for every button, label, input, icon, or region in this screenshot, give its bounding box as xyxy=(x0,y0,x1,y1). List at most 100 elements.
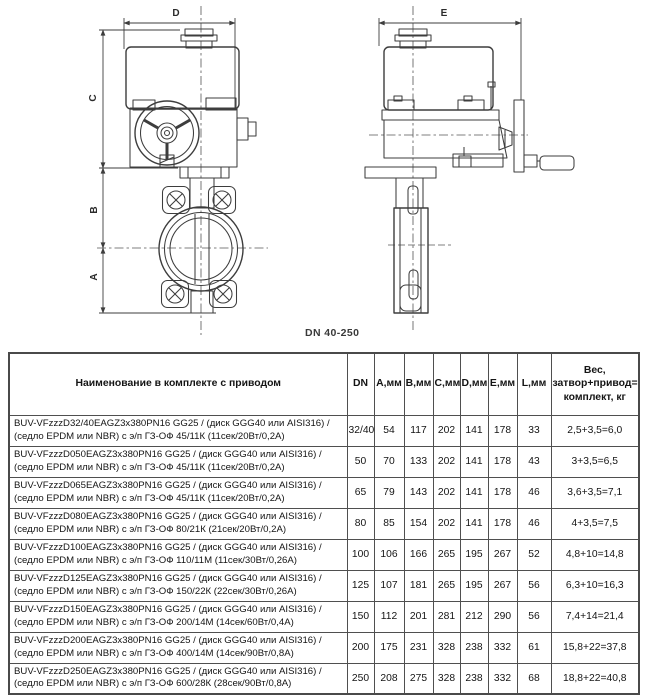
actuator-cap-side xyxy=(394,28,432,49)
dimension-lines: D E C B A xyxy=(88,8,522,314)
d-value: 141 xyxy=(459,414,489,447)
product-name: BUV-VFzzzD125EAGZ3x380PN16 GG25 / (диск … xyxy=(8,569,348,602)
weight-value: 7,4+14=21,4 xyxy=(550,600,640,633)
l-value: 61 xyxy=(516,631,552,664)
dn-value: 100 xyxy=(346,538,375,571)
e-value: 178 xyxy=(487,476,518,509)
header-e: E,мм xyxy=(487,352,518,416)
front-view xyxy=(97,6,268,335)
b-value: 166 xyxy=(403,538,434,571)
dn-value: 250 xyxy=(346,662,375,695)
product-name: BUV-VFzzzD065EAGZ3x380PN16 GG25 / (диск … xyxy=(8,476,348,509)
l-value: 43 xyxy=(516,445,552,478)
table-row: BUV-VFzzzD250EAGZ3x380PN16 GG25 / (диск … xyxy=(8,662,640,695)
c-value: 265 xyxy=(432,569,461,602)
weight-value: 3,6+3,5=7,1 xyxy=(550,476,640,509)
b-value: 154 xyxy=(403,507,434,540)
table-row: BUV-VFzzzD100EAGZ3x380PN16 GG25 / (диск … xyxy=(8,538,640,571)
dim-label-b: B xyxy=(89,206,100,213)
header-b: B,мм xyxy=(403,352,434,416)
a-value: 175 xyxy=(373,631,405,664)
crank-handle xyxy=(498,99,575,173)
a-value: 85 xyxy=(373,507,405,540)
header-c: C,мм xyxy=(432,352,461,416)
actuator-cap-front xyxy=(180,28,218,49)
weight-value: 3+3,5=6,5 xyxy=(550,445,640,478)
d-value: 238 xyxy=(459,662,489,695)
valve-body-front xyxy=(158,185,244,314)
d-value: 238 xyxy=(459,631,489,664)
header-dn: DN xyxy=(346,352,375,416)
header-name: Наименование в комплекте с приводом xyxy=(8,352,348,416)
b-value: 181 xyxy=(403,569,434,602)
dim-label-c: C xyxy=(88,94,99,101)
product-name: BUV-VFzzzD150EAGZ3x380PN16 GG25 / (диск … xyxy=(8,600,348,633)
c-value: 202 xyxy=(432,445,461,478)
dim-label-a: A xyxy=(89,273,100,280)
product-name: BUV-VFzzzD32/40EAGZ3x380PN16 GG25 / (дис… xyxy=(8,414,348,447)
weight-value: 18,8+22=40,8 xyxy=(550,662,640,695)
dim-label-d: D xyxy=(172,8,179,19)
product-name: BUV-VFzzzD200EAGZ3x380PN16 GG25 / (диск … xyxy=(8,631,348,664)
d-value: 141 xyxy=(459,507,489,540)
table-row: BUV-VFzzzD150EAGZ3x380PN16 GG25 / (диск … xyxy=(8,600,640,633)
side-view xyxy=(364,6,575,333)
table-row: BUV-VFzzzD080EAGZ3x380PN16 GG25 / (диск … xyxy=(8,507,640,540)
c-value: 202 xyxy=(432,414,461,447)
weight-value: 6,3+10=16,3 xyxy=(550,569,640,602)
b-value: 275 xyxy=(403,662,434,695)
header-row: Наименование в комплекте с приводом DN A… xyxy=(8,352,640,416)
a-value: 79 xyxy=(373,476,405,509)
d-value: 141 xyxy=(459,476,489,509)
table-row: BUV-VFzzzD200EAGZ3x380PN16 GG25 / (диск … xyxy=(8,631,640,664)
a-value: 106 xyxy=(373,538,405,571)
handwheel xyxy=(134,100,200,168)
spec-table: Наименование в комплекте с приводом DN A… xyxy=(8,352,640,695)
c-value: 202 xyxy=(432,507,461,540)
b-value: 143 xyxy=(403,476,434,509)
e-value: 332 xyxy=(487,662,518,695)
technical-drawing: D E C B A DN 40-250 xyxy=(88,6,575,339)
product-name: BUV-VFzzzD050EAGZ3x380PN16 GG25 / (диск … xyxy=(8,445,348,478)
e-value: 267 xyxy=(487,569,518,602)
header-a: A,мм xyxy=(373,352,405,416)
c-value: 328 xyxy=(432,631,461,664)
a-value: 70 xyxy=(373,445,405,478)
valve-body-side xyxy=(393,177,429,314)
dn-value: 32/40 xyxy=(346,414,375,447)
e-value: 178 xyxy=(487,414,518,447)
l-value: 46 xyxy=(516,507,552,540)
bolt-hole-icon xyxy=(165,190,233,304)
header-weight: Вес, затвор+привод= комплект, кг xyxy=(550,352,640,416)
b-value: 201 xyxy=(403,600,434,633)
c-value: 328 xyxy=(432,662,461,695)
a-value: 54 xyxy=(373,414,405,447)
product-name: BUV-VFzzzD080EAGZ3x380PN16 GG25 / (диск … xyxy=(8,507,348,540)
actuator-body-front xyxy=(125,46,240,110)
dn-value: 125 xyxy=(346,569,375,602)
l-value: 52 xyxy=(516,538,552,571)
weight-value: 4+3,5=7,5 xyxy=(550,507,640,540)
b-value: 133 xyxy=(403,445,434,478)
l-value: 68 xyxy=(516,662,552,695)
dn-value: 80 xyxy=(346,507,375,540)
d-value: 141 xyxy=(459,445,489,478)
dn-value: 200 xyxy=(346,631,375,664)
dn-value: 150 xyxy=(346,600,375,633)
l-value: 56 xyxy=(516,600,552,633)
a-value: 208 xyxy=(373,662,405,695)
e-value: 267 xyxy=(487,538,518,571)
e-value: 290 xyxy=(487,600,518,633)
dim-label-e: E xyxy=(441,8,448,19)
a-value: 112 xyxy=(373,600,405,633)
b-value: 117 xyxy=(403,414,434,447)
table-row: BUV-VFzzzD125EAGZ3x380PN16 GG25 / (диск … xyxy=(8,569,640,602)
e-value: 332 xyxy=(487,631,518,664)
gear-housing-side xyxy=(383,119,508,159)
table-row: BUV-VFzzzD065EAGZ3x380PN16 GG25 / (диск … xyxy=(8,476,640,509)
weight-value: 2,5+3,5=6,0 xyxy=(550,414,640,447)
weight-value: 4,8+10=14,8 xyxy=(550,538,640,571)
c-value: 202 xyxy=(432,476,461,509)
l-value: 46 xyxy=(516,476,552,509)
